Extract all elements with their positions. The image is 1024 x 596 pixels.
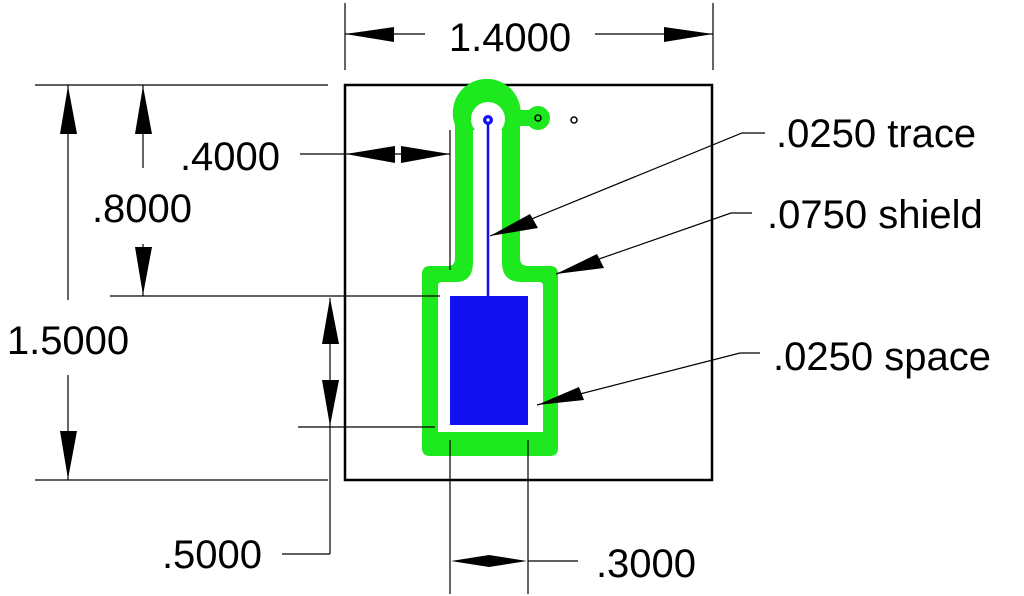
dim-label-overall-width: 1.4000 xyxy=(449,16,571,60)
dimension-overall-width: 1.4000 xyxy=(344,3,714,70)
dim-label-overall-height: 1.5000 xyxy=(7,319,129,363)
callout-shield: .0750 shield xyxy=(555,193,983,275)
dim-label-neck-height: .8000 xyxy=(92,187,192,231)
dimension-overall-height: 1.5000 xyxy=(7,84,328,481)
callout-label-shield: .0750 shield xyxy=(767,193,983,237)
dimension-neck-height: .8000 xyxy=(92,85,440,297)
signal-trace xyxy=(483,115,493,297)
dim-label-pad-height: .5000 xyxy=(162,533,262,577)
dimension-trace-offset: .4000 xyxy=(180,130,451,270)
via-icon xyxy=(534,114,542,122)
dimension-pad-width: .3000 xyxy=(449,440,696,594)
via-icon xyxy=(570,116,578,124)
callout-space: .0250 space xyxy=(536,335,991,406)
callout-label-trace: .0250 trace xyxy=(776,112,976,156)
callout-label-space: .0250 space xyxy=(773,335,991,379)
sensor-pad xyxy=(450,296,528,425)
dim-label-trace-offset: .4000 xyxy=(180,135,280,179)
callout-trace: .0250 trace xyxy=(489,112,976,237)
dimension-pad-height: .5000 xyxy=(162,298,435,577)
dim-label-pad-width: .3000 xyxy=(596,542,696,586)
